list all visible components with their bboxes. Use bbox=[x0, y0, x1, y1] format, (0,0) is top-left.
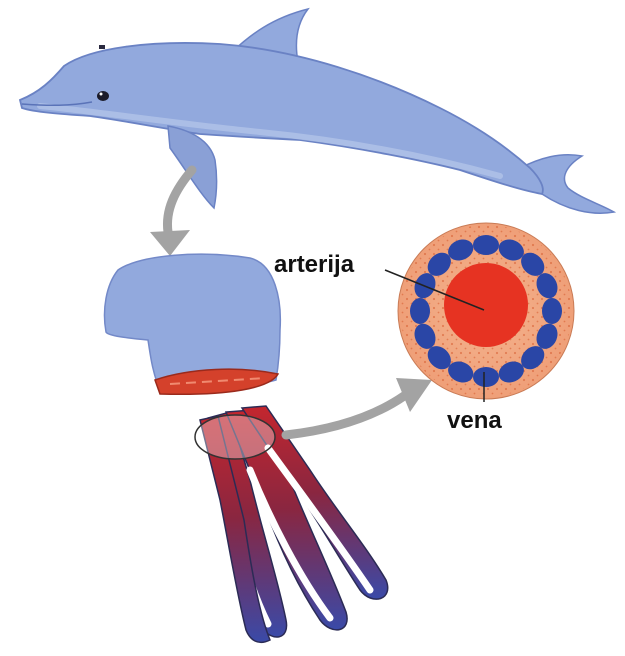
arrow-bundle-to-cross-section bbox=[286, 378, 432, 435]
central-artery bbox=[444, 263, 528, 347]
flipper-section-icon bbox=[105, 254, 281, 394]
vein bbox=[473, 235, 499, 255]
artery-label: arterija bbox=[274, 251, 355, 278]
arrow-flipper-to-section bbox=[150, 170, 192, 256]
dolphin-eye bbox=[97, 91, 109, 101]
vein bbox=[542, 298, 562, 324]
dolphin-body bbox=[20, 43, 543, 194]
vessel-bundle-icon bbox=[195, 406, 388, 642]
cross-section-icon bbox=[398, 223, 574, 399]
vein bbox=[410, 298, 430, 324]
vein-label: vena bbox=[447, 407, 502, 434]
blowhole bbox=[99, 45, 105, 49]
dolphin-icon bbox=[20, 9, 614, 213]
vein bbox=[473, 367, 499, 387]
vessel-selection-ring bbox=[195, 415, 275, 459]
